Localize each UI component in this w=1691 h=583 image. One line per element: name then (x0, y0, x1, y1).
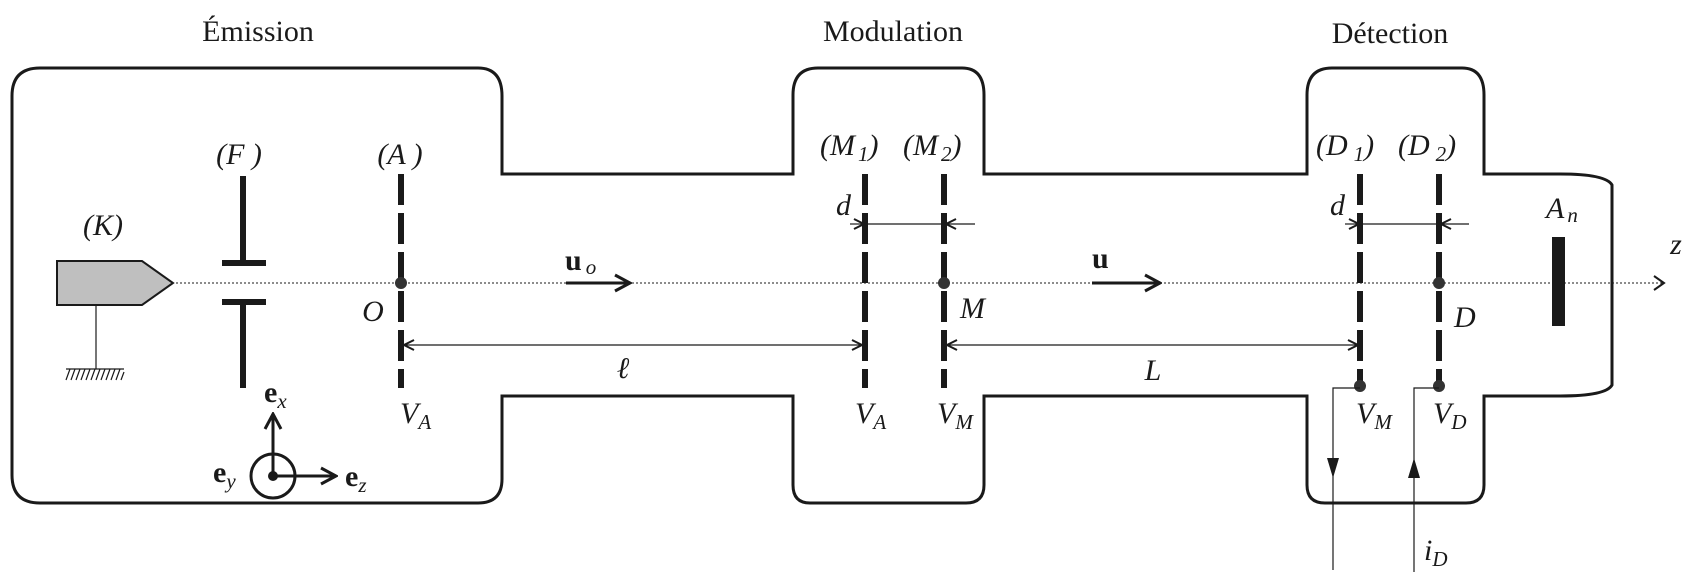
cathode (56, 260, 175, 306)
L-label: L (1144, 354, 1162, 387)
ez-label: ez (345, 460, 367, 497)
current-up-arrow-icon (1408, 458, 1420, 478)
z-axis-arrowhead-icon (1653, 275, 1666, 291)
section-title-emission: Émission (202, 15, 314, 48)
tube-outline (10, 66, 1614, 505)
ground-icon (65, 368, 125, 381)
point-D-marker (1433, 277, 1445, 289)
ey-out-of-plane-icon (249, 452, 297, 500)
d2-potential-label: VD (1433, 397, 1467, 434)
d-mod-label: d (836, 189, 852, 222)
m2-potential-label: VM (937, 397, 974, 434)
u-label: u (1092, 242, 1109, 275)
point-D-label: D (1453, 301, 1476, 334)
d2-terminal (1433, 380, 1445, 392)
lead-D1 (1332, 387, 1360, 570)
filter-electrode (222, 176, 266, 388)
current-down-arrow-icon (1327, 458, 1339, 478)
point-O-marker (395, 277, 407, 289)
m1-potential-label: VA (855, 397, 886, 434)
collector-electrode (1552, 237, 1565, 326)
point-M-marker (938, 277, 950, 289)
ell-label: ℓ (617, 352, 630, 385)
ey-label: ey (213, 456, 236, 493)
current-label: iD (1424, 534, 1448, 571)
section-title-modulation: Modulation (823, 15, 963, 48)
z-axis-label: z (1669, 228, 1682, 261)
ex-label: ex (264, 376, 287, 413)
section-title-detection: Détection (1332, 17, 1449, 50)
d1-potential-label: VM (1356, 397, 1393, 434)
d-det-label: d (1330, 189, 1346, 222)
point-O-label: O (362, 295, 384, 328)
lead-D2 (1413, 387, 1439, 572)
anode-potential-label: VA (400, 397, 431, 434)
ey-dot (268, 471, 278, 481)
filter-label: (F ) (216, 138, 262, 171)
d1-terminal (1354, 380, 1366, 392)
cathode-label: (K) (83, 209, 123, 242)
point-M-label: M (959, 292, 987, 325)
anode-label: (A ) (377, 138, 422, 171)
